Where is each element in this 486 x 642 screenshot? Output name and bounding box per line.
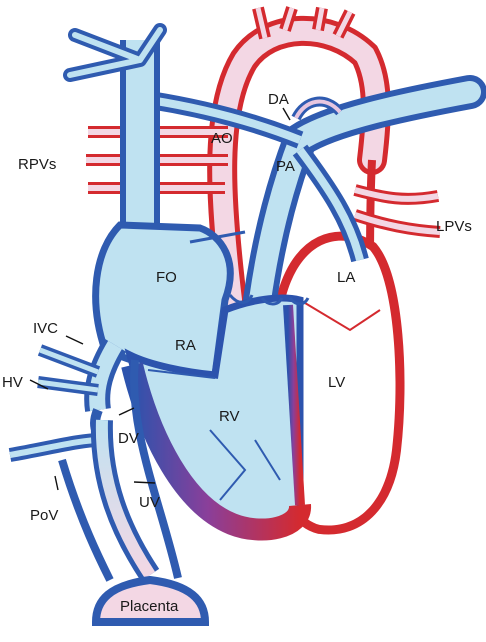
left-heart bbox=[275, 231, 405, 535]
label-dv: DV bbox=[118, 430, 139, 447]
pointer-arrows bbox=[29, 107, 291, 491]
label-ao: AO bbox=[211, 130, 233, 147]
label-hv: HV bbox=[2, 374, 23, 391]
label-uv: UV bbox=[139, 494, 160, 511]
label-rpvs: RPVs bbox=[18, 156, 56, 173]
label-fo: FO bbox=[156, 269, 177, 286]
label-placenta: Placenta bbox=[120, 598, 179, 615]
label-la: LA bbox=[337, 269, 355, 286]
label-pov: PoV bbox=[30, 507, 58, 524]
pulmonary-artery bbox=[148, 75, 486, 317]
label-lpvs: LPVs bbox=[436, 218, 472, 235]
label-pa: PA bbox=[276, 158, 295, 175]
label-rv: RV bbox=[219, 408, 240, 425]
labels: DA AO PA RPVs LPVs FO LA RA LV RV IVC HV… bbox=[2, 91, 472, 615]
label-ivc: IVC bbox=[33, 320, 58, 337]
label-ra: RA bbox=[175, 337, 196, 354]
left-pulmonary-veins bbox=[353, 184, 441, 238]
venous-return bbox=[8, 338, 210, 626]
right-heart bbox=[63, 23, 311, 541]
label-lv: LV bbox=[328, 374, 345, 391]
ductus-arteriosus bbox=[291, 96, 344, 121]
label-da: DA bbox=[268, 91, 289, 108]
